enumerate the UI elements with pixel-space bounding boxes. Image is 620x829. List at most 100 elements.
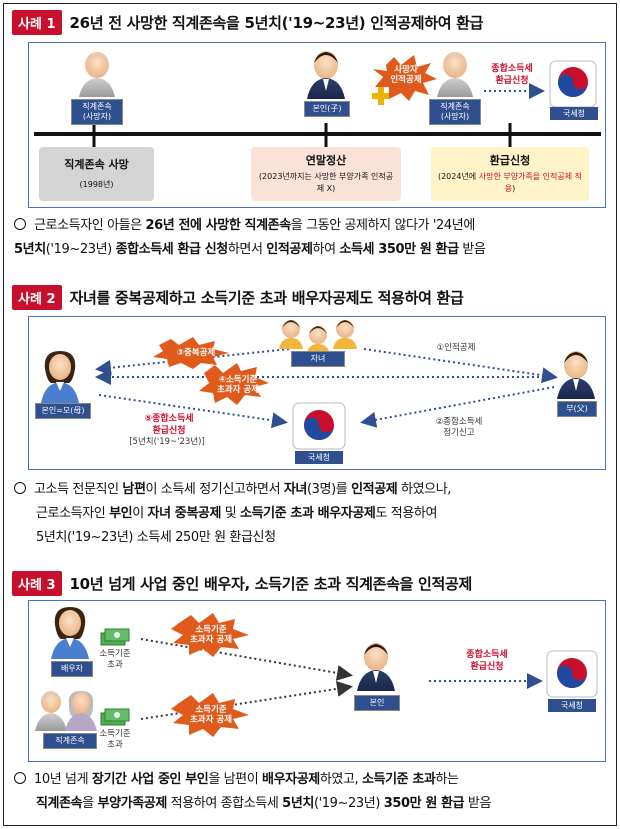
elders-avatars (35, 691, 97, 731)
nts-logo-2 (292, 402, 346, 450)
case2-arrow1-label: ①인적공제 (436, 343, 476, 353)
overincome-burst-1 (171, 613, 249, 657)
case2-l1-c: 이 소득세 정기신고하면서 (145, 482, 284, 497)
case1-title: 26년 전 사망한 직계존속을 5년치('19~23년) 인적공제하여 환급 (69, 13, 484, 32)
grandpa-avatar-1 (79, 52, 115, 97)
case1-timeline-svg (34, 51, 601, 151)
case3-l2-c: 부양가족공제 (97, 796, 168, 811)
case2-l2-c: 이 (132, 506, 148, 521)
case1-card-death: 직계존속 사망 (1998년) (39, 147, 154, 201)
case1-grandpa-label: 직계존속 (사망자) (71, 99, 123, 125)
nts-logo-3 (546, 650, 598, 698)
case2-l2-a: 근로소득자인 (36, 506, 110, 521)
duplicate-burst (153, 337, 229, 369)
case2-l1-d: 자녀 (283, 482, 308, 497)
father-avatar (557, 351, 595, 399)
case1-bullet-line1-a: 근로소득자인 아들은 (34, 218, 146, 233)
case2-l2-b: 부인 (109, 506, 133, 521)
plus-icon (372, 87, 390, 105)
case1-bullet-line2-g: 소득세 350만 원 환급 (339, 242, 459, 257)
case2-diagram: 자녀 본인=모(母) 부(父) 국세청 ③중복공제 ④소득기준 초과자 공제 ①… (28, 316, 606, 470)
case1-t3-sub-c: ) (512, 184, 516, 193)
me-avatar-1 (307, 51, 345, 99)
bullet-circle-icon (14, 772, 26, 784)
case1-card-yearend: 연말정산 (2023년까지는 사망한 부양가족 인적공제 X) (251, 147, 401, 201)
case3-header: 사례 3 10년 넘게 사업 중인 배우자, 소득기준 초과 직계존속을 인적공… (12, 570, 472, 596)
case1-bullet-line2-d: 하면서 (227, 242, 267, 257)
case1-t3-sub-a: (2024년에 (437, 172, 479, 181)
arrow-elders (140, 680, 353, 720)
case1-card-refund: 환급신청 (2024년에 사망한 부양가족을 인적공제 적용) (431, 147, 589, 201)
case3-l1-a: 10년 넘게 (34, 772, 92, 787)
case2-arrow2-label: ②종합소득세 정기신고 (435, 417, 483, 438)
case2-refund5: ⑤종합소득세 환급신청 (144, 414, 194, 436)
me-avatar-3 (357, 643, 395, 691)
case2-mother-label: 본인=모(母) (35, 403, 91, 419)
deduction-burst-1 (373, 55, 437, 101)
case1-bullet-line2-f: 하여 (312, 242, 340, 257)
case2-l1-f: 인적공제 (351, 482, 398, 497)
case2-l1-b: 남편 (122, 482, 146, 497)
case1-t1-title: 직계존속 사망 (64, 158, 129, 171)
case2-description: 고소득 전문직인 남편이 소득세 정기신고하면서 자녀(3명)를 인적공제 하였… (14, 478, 609, 550)
case1-t1-sub: (1998년) (79, 180, 114, 189)
case1-bullet-line2-b: ('19~23년) (45, 242, 116, 257)
money-icon-1 (100, 628, 130, 646)
case3-money1-label: 소득기준 초과 (99, 649, 131, 670)
case1-t3-sub-b: 사망한 부양가족을 인적공제 적용 (478, 172, 583, 193)
case1-description: 근로소득자인 아들은 26년 전에 사망한 직계존속을 그동안 공제하지 않다가… (14, 214, 609, 262)
case3-flow-svg (35, 607, 598, 737)
case3-l1-c: 을 남편이 (208, 772, 263, 787)
case2-star3: ③중복공제 (176, 348, 216, 358)
case3-badge: 사례 3 (12, 570, 62, 596)
case3-money2-label: 소득기준 초과 (99, 729, 131, 750)
spouse-avatar (51, 607, 89, 659)
case2-children-label: 자녀 (291, 351, 345, 367)
case1-bullet-line2-e: 인적공제 (266, 242, 313, 257)
case2-l1-a: 고소득 전문직인 (34, 482, 123, 497)
case2-badge: 사례 2 (12, 284, 62, 310)
bullet-circle-icon (14, 482, 26, 494)
arrow-deduction-1 (363, 348, 558, 384)
case2-l3: 5년치('19~23년) 소득세 250만 원 환급신청 (36, 530, 276, 545)
case3-l1-e: 하였고, (319, 772, 362, 787)
case3-l1-d: 배우자공제 (262, 772, 320, 787)
case2-l2-d: 자녀 중복공제 (147, 506, 222, 521)
case3-description: 10년 넘게 장기간 사업 중인 부인을 남편이 배우자공제하였고, 소득기준 … (14, 768, 609, 816)
arrow-filing-2 (360, 386, 555, 428)
case3-l1-b: 장기간 사업 중인 부인 (91, 772, 209, 787)
case3-diagram: 배우자 소득기준 초과 직계존속 소득기준 초과 소득기준 초과자 공제 소득기… (28, 600, 606, 762)
case3-l2-a: 직계존속 (36, 796, 83, 811)
nts-logo-1 (549, 60, 597, 108)
case1-diagram: 직계존속 (사망자) 본인(子) 직계존속 (사망자) 사망자 인적공제 종합소… (28, 42, 606, 208)
bullet-circle-icon (14, 218, 26, 230)
case3-star1: 소득기준 초과자 공제 (189, 625, 233, 645)
case2-l1-g: 하였으나, (397, 482, 452, 497)
case1-t2-title: 연말정산 (305, 154, 347, 167)
case1-bullet-line2-a: 5년치 (14, 242, 46, 257)
overincome-burst-2 (171, 693, 249, 737)
case2-l1-e: (3명)를 (307, 482, 352, 497)
case1-badge: 사례 1 (12, 9, 62, 35)
case2-title: 자녀를 중복공제하고 소득기준 초과 배우자공제도 적용하여 환급 (69, 288, 464, 307)
case3-l2-f: ('19~23년) (313, 796, 384, 811)
case3-l1-f: 소득기준 초과 (362, 772, 436, 787)
case2-refund5-sub: [5년치('19~'23년)] (129, 437, 205, 447)
money-icon-2 (100, 708, 130, 726)
case2-header: 사례 2 자녀를 중복공제하고 소득기준 초과 배우자공제도 적용하여 환급 (12, 284, 464, 310)
case1-refund-text: 종합소득세 환급신청 (491, 64, 533, 86)
case1-nts-label: 국세청 (550, 107, 598, 120)
case1-grandpa2-label: 직계존속 (사망자) (429, 99, 481, 125)
case3-nts-label: 국세청 (548, 699, 596, 712)
case2-star4: ④소득기준 초과자 공제 (216, 375, 260, 395)
case1-bullet-line1-c: 을 그동안 공제하지 않다가 '24년에 (290, 218, 476, 233)
case3-l2-h: 받음 (464, 796, 492, 811)
case2-flow-svg (41, 320, 595, 450)
grandpa-avatar-2 (437, 52, 473, 97)
arrow-refund-5 (98, 394, 288, 429)
children-avatars (279, 320, 357, 355)
overincome-burst (199, 363, 269, 405)
case3-l2-e: 5년치 (282, 796, 314, 811)
case2-l2-e: 및 (221, 506, 241, 521)
case3-me-label: 본인 (354, 695, 400, 711)
